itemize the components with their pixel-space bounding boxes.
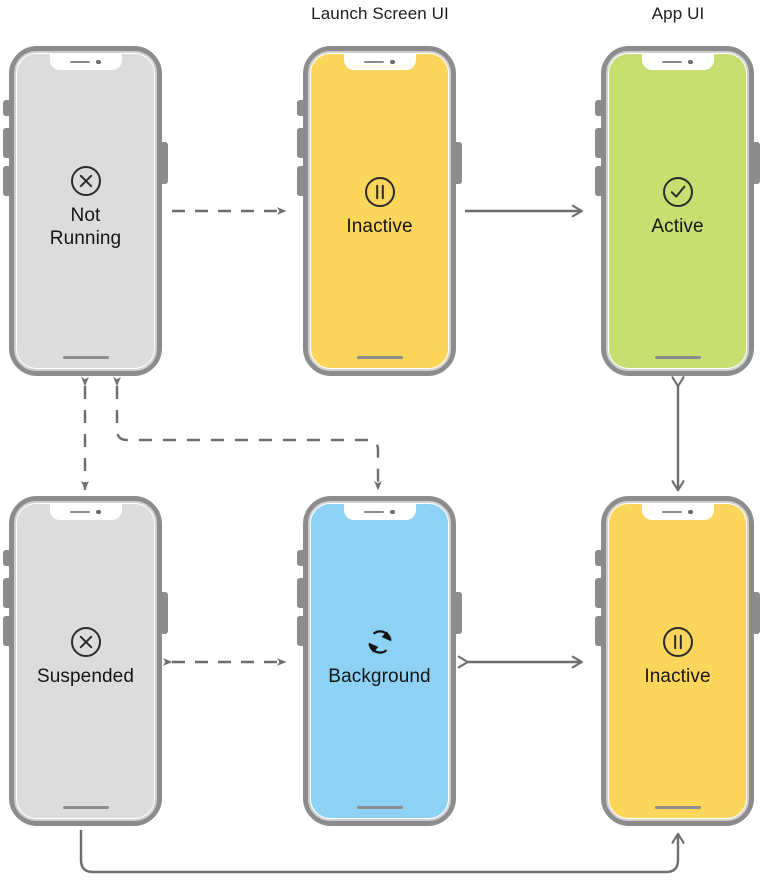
phone-active: Active: [595, 46, 760, 376]
notch: [343, 54, 416, 70]
home-indicator: [62, 806, 109, 809]
x-circle-icon: [69, 164, 103, 198]
notch: [49, 504, 122, 520]
power-button: [161, 142, 168, 184]
arrow-suspended-to-inactive-bottom: [79, 830, 678, 874]
screen-content: Not Running: [17, 54, 154, 368]
phone-screen: Active: [609, 54, 746, 368]
notch: [343, 504, 416, 520]
column-header-launch-screen-ui: Launch Screen UI: [311, 4, 449, 23]
volume-down-button: [3, 616, 10, 646]
home-indicator: [356, 806, 403, 809]
volume-up-button: [595, 128, 602, 158]
state-label: Background: [328, 666, 431, 688]
silent-switch-icon: [3, 100, 10, 116]
screen-content: Inactive: [311, 54, 448, 368]
phone-screen: Inactive: [311, 54, 448, 368]
speaker-icon: [364, 510, 385, 514]
screen-content: Inactive: [609, 504, 746, 818]
camera-icon: [390, 509, 395, 515]
power-button: [455, 142, 462, 184]
state-label: Inactive: [346, 216, 413, 238]
silent-switch-icon: [3, 550, 10, 566]
phone-screen: Suspended: [17, 504, 154, 818]
power-button: [753, 142, 760, 184]
silent-switch-icon: [595, 100, 602, 116]
volume-down-button: [595, 616, 602, 646]
phone-screen: Inactive: [609, 504, 746, 818]
camera-icon: [688, 59, 693, 65]
column-header-app-ui: App UI: [651, 4, 705, 23]
volume-up-button: [3, 578, 10, 608]
phone-inactive-bottom: Inactive: [595, 496, 760, 826]
power-button: [455, 592, 462, 634]
state-label: Active: [651, 216, 704, 238]
phone-screen: Not Running: [17, 54, 154, 368]
camera-icon: [688, 509, 693, 515]
silent-switch-icon: [297, 550, 304, 566]
state-label: Not Running: [49, 205, 122, 249]
volume-up-button: [595, 578, 602, 608]
x-circle-icon: [69, 625, 103, 659]
camera-icon: [96, 509, 101, 515]
speaker-icon: [662, 510, 683, 514]
volume-up-button: [297, 128, 304, 158]
volume-down-button: [297, 616, 304, 646]
speaker-icon: [70, 60, 91, 64]
volume-up-button: [297, 578, 304, 608]
notch: [641, 504, 714, 520]
phone-not-running: Not Running: [3, 46, 168, 376]
silent-switch-icon: [297, 100, 304, 116]
notch: [49, 54, 122, 70]
home-indicator: [654, 806, 701, 809]
screen-content: Active: [609, 54, 746, 368]
home-indicator: [654, 356, 701, 359]
volume-down-button: [297, 166, 304, 196]
camera-icon: [96, 59, 101, 65]
speaker-icon: [70, 510, 91, 514]
camera-icon: [390, 59, 395, 65]
volume-up-button: [3, 128, 10, 158]
phone-background: Background: [297, 496, 462, 826]
state-label: Suspended: [36, 666, 135, 688]
phone-inactive-top: Inactive: [297, 46, 462, 376]
check-circle-icon: [661, 175, 695, 209]
speaker-icon: [662, 60, 683, 64]
power-button: [753, 592, 760, 634]
pause-circle-icon: [363, 175, 397, 209]
pause-circle-icon: [661, 625, 695, 659]
phone-suspended: Suspended: [3, 496, 168, 826]
home-indicator: [62, 356, 109, 359]
screen-content: Suspended: [17, 504, 154, 818]
state-label: Inactive: [644, 666, 711, 688]
volume-down-button: [3, 166, 10, 196]
power-button: [161, 592, 168, 634]
volume-down-button: [595, 166, 602, 196]
screen-content: Background: [311, 504, 448, 818]
speaker-icon: [364, 60, 385, 64]
silent-switch-icon: [595, 550, 602, 566]
phone-screen: Background: [311, 504, 448, 818]
arrow-not-running-to-background: [113, 376, 382, 491]
home-indicator: [356, 356, 403, 359]
notch: [641, 54, 714, 70]
sync-circle-icon: [362, 625, 398, 659]
